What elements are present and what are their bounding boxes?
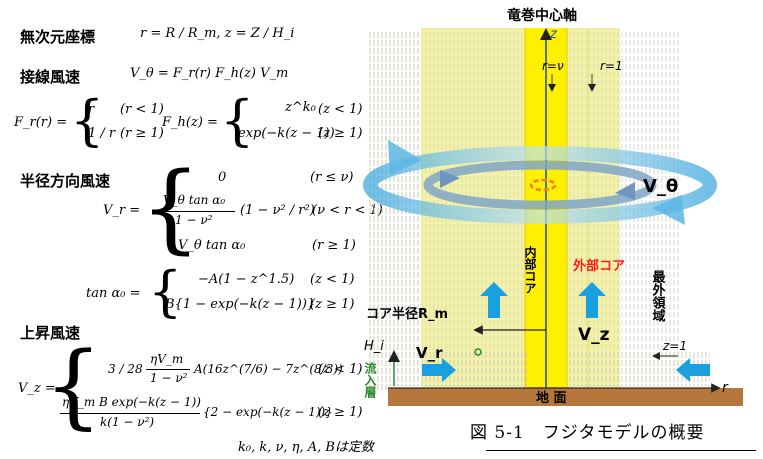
heading-dimensionless: 無次元座標 bbox=[20, 28, 96, 46]
heading-radial: 半径方向風速 bbox=[20, 172, 111, 190]
vz-brace: { bbox=[44, 332, 103, 439]
inner-core-label: 内部コア bbox=[523, 245, 537, 294]
r-axis-label: r bbox=[722, 380, 729, 396]
vz-case1-frac2-num: ηV_m bbox=[150, 352, 184, 366]
caption-rule bbox=[486, 450, 756, 451]
vz-cond2: (z ≥ 1) bbox=[318, 405, 363, 420]
fh-case2: exp(−k(z − 1)) bbox=[238, 126, 335, 141]
v-z-label: V_z bbox=[578, 325, 610, 345]
vr-brace: { bbox=[140, 152, 202, 264]
z-axis-label: z bbox=[549, 27, 558, 42]
inflow-arrow-left bbox=[422, 358, 456, 382]
vz-case2-den: k(1 − ν²) bbox=[100, 415, 155, 429]
rotation-ring-middle bbox=[423, 160, 657, 210]
vr-case2-paren: (1 − ν² / r²) bbox=[240, 203, 315, 218]
rotation-ring-outer bbox=[363, 146, 717, 224]
vr-case3: V_θ tan α₀ bbox=[178, 238, 246, 253]
vz-case1-frac1: 3 / 28 bbox=[108, 362, 143, 376]
constants-note: k₀, k, ν, η, A, Bは定数 bbox=[238, 440, 374, 455]
tan-cond1: (z < 1) bbox=[310, 272, 355, 287]
fr-case2: 1 / r bbox=[88, 126, 116, 141]
core-radius-label: コア半径R_m bbox=[366, 306, 448, 322]
eq-dimensionless: r = R / R_m, z = Z / H_i bbox=[140, 26, 295, 41]
tan-brace: { bbox=[148, 260, 183, 323]
tan-label: tan α₀ = bbox=[86, 286, 141, 301]
vr-label: V_r = bbox=[103, 203, 141, 218]
v-r-label: V_r bbox=[416, 344, 443, 362]
fujita-model-figure: 竜巻中心軸 z r=ν r=1 V_θ 内部コア 外部コア 最外領域 コア半径R… bbox=[363, 7, 743, 406]
rotation-arrowhead-left bbox=[388, 140, 422, 175]
rotation-arrowhead-mid-right bbox=[615, 182, 635, 200]
vz-case2-tail: {2 − exp(−k(z − 1))} bbox=[203, 405, 333, 419]
fr-case1: r bbox=[88, 102, 95, 117]
inflow-marker bbox=[474, 348, 482, 356]
axis-title: 竜巻中心軸 bbox=[507, 7, 577, 24]
fh-case1: z^k₀ bbox=[285, 100, 316, 115]
fr-brace: { bbox=[70, 89, 105, 152]
vz-case1-tail: A(16z^(7/6) − 7z^(8/3)) bbox=[194, 362, 343, 376]
vz-case1-fraction-bar bbox=[146, 369, 190, 370]
fr-cond2: (r ≥ 1) bbox=[120, 126, 164, 141]
fh-cond1: (z < 1) bbox=[318, 102, 363, 117]
vr-cond1: (r ≤ ν) bbox=[310, 170, 354, 185]
vz-label: V_z = bbox=[18, 381, 56, 396]
updraft-arrow-left bbox=[480, 282, 508, 318]
inflow-arrow-right bbox=[676, 358, 710, 382]
vz-cond1: (z < 1) bbox=[318, 362, 363, 377]
vr-case2-num: V_θ tan α₀ bbox=[163, 193, 226, 207]
inflow-layer-label: 流入層 bbox=[363, 361, 377, 399]
vr-fraction-bar bbox=[163, 211, 235, 212]
rotation-arrowhead-right bbox=[652, 195, 685, 225]
tan-cond2: (z ≥ 1) bbox=[310, 297, 355, 312]
ground-label: 地 面 bbox=[536, 390, 567, 406]
h-i-label: H_i bbox=[364, 339, 384, 354]
outer-core-label: 外部コア bbox=[572, 258, 625, 274]
outermost-label: 最外領域 bbox=[650, 270, 667, 323]
fr-label: F_r(r) = bbox=[14, 115, 68, 130]
r-nu-label: r=ν bbox=[542, 59, 564, 73]
figure-caption: 図 5-1 フジタモデルの概要 bbox=[470, 423, 705, 443]
vr-cond2: (ν < r < 1) bbox=[312, 203, 383, 218]
updraft-arrow-right bbox=[578, 282, 606, 318]
fh-label: F_h(z) = bbox=[162, 115, 218, 130]
ground bbox=[388, 388, 743, 406]
fh-cond2: (z ≥ 1) bbox=[318, 126, 363, 141]
fr-cond1: (r < 1) bbox=[120, 102, 164, 117]
vr-case1: 0 bbox=[218, 170, 227, 185]
vz-case2-num: ηV_m B exp(−k(z − 1)) bbox=[62, 395, 201, 409]
vr-case2-den: 1 − ν² bbox=[175, 213, 213, 227]
fh-brace: { bbox=[220, 89, 255, 152]
v-theta-label: V_θ bbox=[643, 176, 678, 197]
rotation-ring-inner bbox=[529, 178, 557, 192]
vr-cond3: (r ≥ 1) bbox=[312, 238, 356, 253]
vz-case1-frac2-den: 1 − ν² bbox=[150, 371, 188, 385]
tan-case1: −A(1 − z^1.5) bbox=[198, 272, 295, 287]
heading-tangential: 接線風速 bbox=[20, 68, 81, 86]
eq-tangential: V_θ = F_r(r) F_h(z) V_m bbox=[130, 66, 289, 81]
r-one-label: r=1 bbox=[600, 59, 623, 73]
inflow-layer-left bbox=[388, 350, 528, 388]
rotation-arrowhead-mid-left bbox=[440, 170, 460, 188]
z-one-label: z=1 bbox=[662, 339, 687, 353]
heading-updraft: 上昇風速 bbox=[20, 324, 81, 342]
tan-case2: B{1 − exp(−k(z − 1))} bbox=[165, 297, 316, 312]
vz-case2-fraction-bar bbox=[60, 413, 200, 414]
